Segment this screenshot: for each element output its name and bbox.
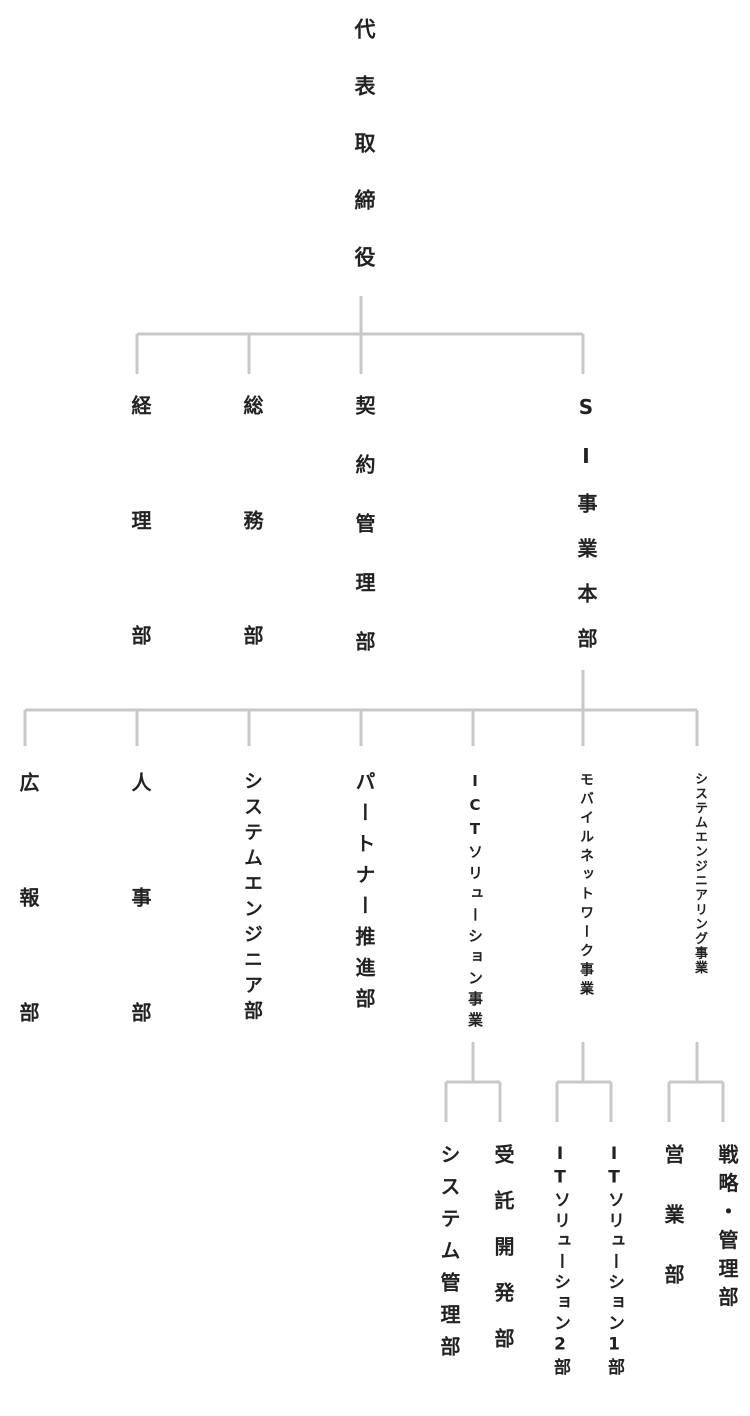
node-it2: ITソリューション2部 — [550, 1144, 570, 1379]
node-keiri: 経理部 — [128, 395, 152, 740]
node-senryaku: 戦略・管理部 — [715, 1144, 739, 1315]
node-sysmgmt: システム管理部 — [437, 1144, 461, 1368]
node-jinji: 人事部 — [128, 772, 152, 1117]
node-mobile: モバイルネットワーク事業 — [578, 772, 594, 1000]
node-juutaku: 受託開発部 — [491, 1144, 515, 1374]
node-ceo: 代表取締役 — [352, 18, 376, 303]
node-kouhou: 広報部 — [16, 772, 40, 1117]
node-it1: ITソリューション1部 — [604, 1144, 624, 1379]
node-sysbiz: システムエンジニアリング事業 — [692, 772, 707, 975]
node-keiyaku: 契約管理部 — [352, 395, 376, 690]
node-soumu: 総務部 — [240, 395, 264, 740]
node-syseng: システムエンジニア部 — [241, 771, 263, 1026]
node-ict: ICTソリューション事業 — [466, 772, 484, 1033]
node-si: SI事業本部 — [574, 395, 598, 673]
node-partner: パートナー推進部 — [352, 771, 376, 1019]
node-eigyo: 営業部 — [661, 1144, 685, 1324]
